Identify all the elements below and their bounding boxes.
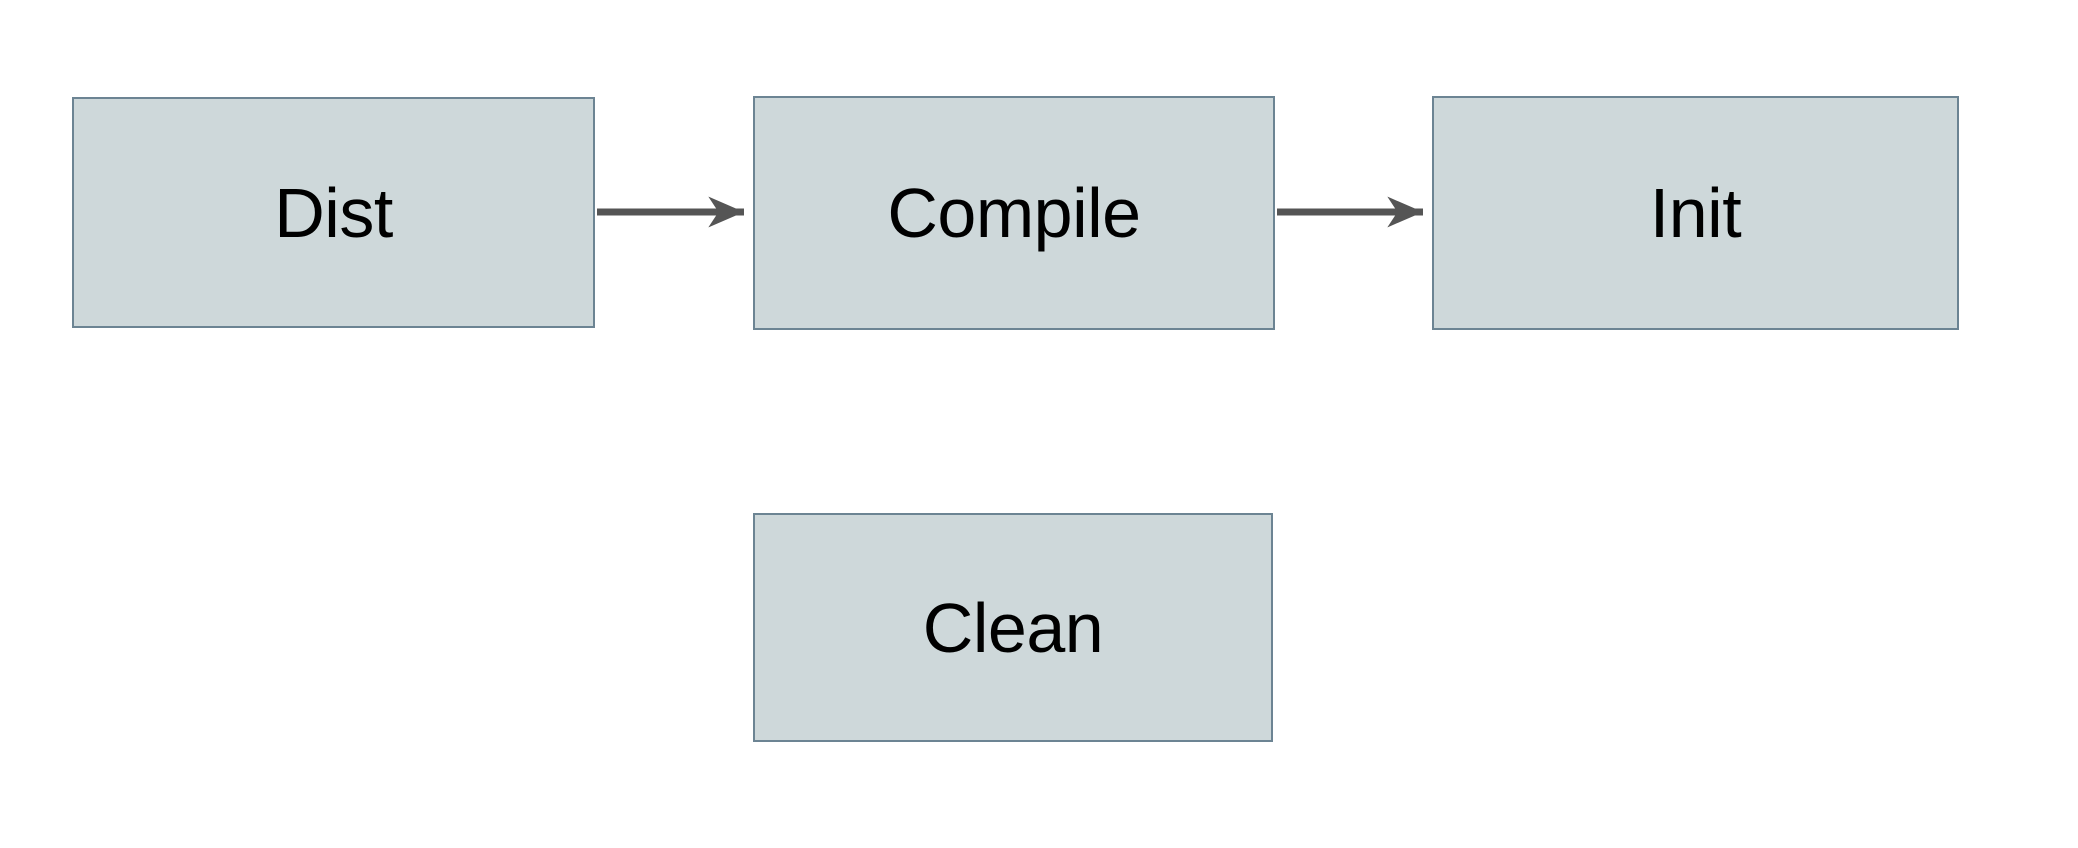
node-clean-label: Clean: [922, 588, 1104, 667]
node-init[interactable]: Init: [1432, 96, 1959, 330]
node-clean[interactable]: Clean: [753, 513, 1273, 742]
node-compile-label: Compile: [887, 174, 1141, 252]
node-init-label: Init: [1649, 174, 1742, 252]
node-dist-label: Dist: [274, 173, 393, 252]
node-dist[interactable]: Dist: [72, 97, 595, 328]
node-compile[interactable]: Compile: [753, 96, 1275, 330]
